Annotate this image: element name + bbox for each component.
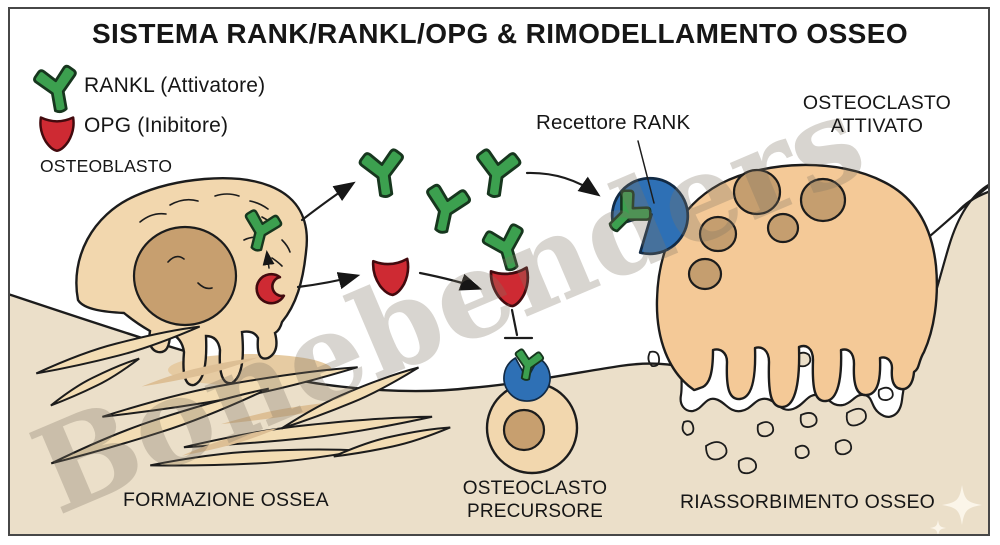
opg-to-complex-arrow	[418, 271, 483, 291]
free-molecules	[357, 147, 534, 310]
osteoclast-precursor-label: OSTEOCLASTO PRECURSORE	[435, 477, 635, 523]
rankl-opg-complex-rankl-icon	[479, 221, 534, 277]
osteoblast-to-rankl-arrow	[300, 181, 356, 222]
rank-receptor-label: Recettore RANK	[536, 111, 691, 134]
page-title: SISTEMA RANK/RANKL/OPG & RIMODELLAMENTO …	[91, 18, 909, 49]
legend-rankl-label: RANKL (Attivatore)	[84, 74, 266, 97]
osteoblast-nucleus	[132, 225, 238, 327]
flow-arrows	[296, 140, 655, 291]
receptor-label-line	[637, 140, 655, 204]
osteoclast-nucleus	[698, 215, 738, 253]
rankl-molecule-icon	[357, 147, 410, 201]
osteoclast-nucleus	[799, 177, 847, 223]
osteoclast-precursor-line1: OSTEOCLASTO	[462, 478, 608, 499]
osteoclast-precursor-line2: PRECURSORE	[466, 501, 604, 522]
rankl-molecule-icon	[470, 147, 523, 201]
osteoblast-label: OSTEOBLASTO	[40, 156, 173, 176]
osteoblast-cell	[75, 177, 308, 387]
osteoblast-to-opg-arrow	[296, 272, 361, 290]
bone-resorption-label: RIASSORBIMENTO OSSEO	[680, 491, 936, 513]
inhibition-tbar	[503, 308, 534, 340]
opg-secreted-icon	[255, 272, 286, 305]
osteoclast-nucleus	[687, 257, 723, 291]
rankl-legend-icon	[31, 63, 83, 117]
opg-legend-icon	[39, 116, 75, 153]
bone-formation-label: FORMAZIONE OSSEA	[123, 489, 329, 511]
rankl-to-receptor-arrow	[525, 171, 601, 197]
opg-molecule-icon	[371, 257, 412, 298]
bone-trabeculae	[32, 318, 453, 471]
osteoblast-wrinkles	[139, 193, 291, 267]
osteoclast-activated-line2: ATTIVATO	[830, 115, 924, 137]
osteoclast-activated-label: OSTEOCLASTO ATTIVATO	[777, 92, 977, 138]
precursor-nucleus	[502, 408, 546, 452]
secretion-arrow	[262, 250, 275, 269]
rankl-opg-complex-opg-icon	[489, 266, 533, 310]
osteoclast-precursor-cell	[485, 347, 579, 475]
osteoclast-activated-cell	[597, 161, 939, 409]
osteoclast-nucleus	[732, 168, 782, 216]
legend-opg-label: OPG (Inibitore)	[84, 114, 229, 137]
osteoclast-nucleus	[766, 212, 800, 244]
osteoclast-activated-line1: OSTEOCLASTO	[802, 92, 952, 114]
rankl-molecule-icon	[418, 182, 473, 239]
